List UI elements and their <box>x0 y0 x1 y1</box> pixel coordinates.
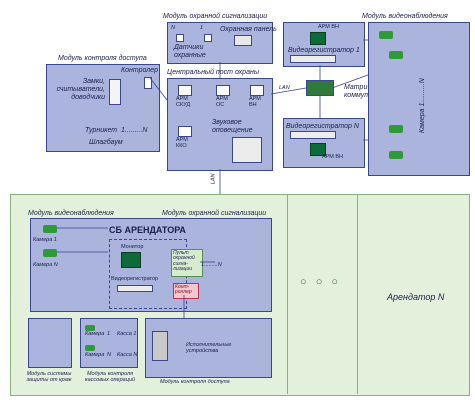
controller-label: Контролер <box>121 67 158 74</box>
lan-label-top: LAN <box>279 85 290 91</box>
recorder-n-label: Видеорегистратор N <box>286 123 359 130</box>
recorder-label: Видеорегистратор <box>111 276 159 282</box>
arm-vn-top-monitor <box>310 32 326 45</box>
sound-label: Звуковое оповещение <box>212 119 253 135</box>
alarm-panel-label: Пульт охранной сигна-лизации <box>173 250 195 272</box>
video-module-title: Модуль видеонаблюдения <box>362 13 448 20</box>
barrier-label: Шлагбаум <box>89 139 123 146</box>
recorder-n-device <box>290 131 336 139</box>
controller-label-bottom: Конт-роллер <box>175 284 192 296</box>
door-icon <box>109 79 121 105</box>
monitor-label: Монитор <box>121 244 144 250</box>
video-recorder-1-block: АРМ ВН Видеорегистратор 1 <box>283 22 365 67</box>
bottom-alarm-title: Модуль охранной сигнализации <box>162 210 267 217</box>
turnstile-range: 1.........N <box>121 127 148 134</box>
cash-module: Камера 1 Касса 1 Камера N Касса N <box>80 318 138 368</box>
arm-vn-bottom-label: АРМ ВН <box>322 154 344 160</box>
camera-n-icon <box>389 151 403 159</box>
recorder-1-device <box>290 55 336 63</box>
cash-module-label: Модуль контроля кассовых операций <box>85 371 135 383</box>
arm-kko-label: АРМ ККО <box>176 137 188 149</box>
door-bottom-icon <box>152 331 168 361</box>
sb-title: СБ АРЕНДАТОРА <box>109 225 186 235</box>
camera-3-icon <box>389 125 403 133</box>
arm-vn-label: АРМ ВН <box>249 96 261 108</box>
theft-module <box>28 318 72 368</box>
bottom-recorder-device <box>117 285 153 292</box>
arm-vn-top-label: АРМ ВН <box>318 24 340 30</box>
camera-1-label: Камера 1 <box>33 237 57 243</box>
arm-skud-label: АРМ СКУД <box>176 96 191 108</box>
cash-n: N <box>107 352 111 358</box>
alarm-module: N 1 Охранная панель Датчики охранные <box>167 22 277 64</box>
alarm-range: 1.........N <box>201 262 222 268</box>
access-module-title: Модуль контроля доступа <box>58 55 147 62</box>
camera-2-icon <box>389 51 403 59</box>
camera-1-icon <box>379 31 393 39</box>
arm-os-label: АРМ ОС <box>216 96 228 108</box>
divider-2 <box>357 194 358 394</box>
sensor-1-icon <box>204 34 212 42</box>
arm-vn-monitor <box>250 85 264 96</box>
cash-camera-n-icon <box>85 345 95 351</box>
tenant-sb-block: СБ АРЕНДАТОРА Камера 1 Камера N Монитор … <box>30 218 272 312</box>
arm-vn-bottom-monitor <box>310 143 326 156</box>
sensor-n-icon <box>176 34 184 42</box>
alarm-panel-label: Охранная панель <box>220 26 277 33</box>
cash-camera-1-icon <box>85 325 95 331</box>
alarm-one: 1 <box>200 25 204 31</box>
more-tenants-dots: ○ ○ ○ <box>300 276 342 288</box>
camera-column: Камера 1..........N <box>368 22 470 176</box>
cash-register-1-label: Касса 1 <box>117 331 137 337</box>
access-module-bottom: Исполнительные устройства <box>145 318 272 378</box>
divider-1 <box>287 194 288 394</box>
bottom-video-title: Модуль видеонаблюдения <box>28 210 114 217</box>
recorder-1-label: Видеорегистратор 1 <box>288 47 360 54</box>
cash-camera-1-label: Камера <box>85 331 105 337</box>
bottom-camera-n-icon <box>43 249 57 257</box>
turnstile-label: Турникет <box>85 127 118 134</box>
video-recorder-n-block: Видеорегистратор N АРМ ВН <box>283 118 365 168</box>
cash-one: 1 <box>107 331 111 337</box>
access-module-bottom-label: Модуль контроля доступа <box>160 379 230 385</box>
alarm-n: N <box>171 25 175 31</box>
arm-skud-monitor <box>178 85 192 96</box>
monitor-station <box>232 137 262 163</box>
sensors-label: Датчики охранные <box>174 44 206 60</box>
bottom-monitor <box>121 252 141 268</box>
cash-camera-n-label: Камера <box>85 352 105 358</box>
alarm-panel-icon <box>234 35 252 46</box>
locks-label: Замки, считыватели, доводчики <box>56 78 105 102</box>
alarm-panel-box: Пульт охранной сигна-лизации <box>171 249 203 277</box>
arm-os-monitor <box>216 85 230 96</box>
cash-register-n-label: Касса N <box>117 352 138 358</box>
controller-icon <box>144 77 152 89</box>
alarm-module-title: Модуль охранной сигнализации <box>163 13 268 20</box>
bottom-camera-1-icon <box>43 225 57 233</box>
central-post: АРМ СКУД АРМ ОС АРМ ВН АРМ ККО Звуковое … <box>167 78 273 171</box>
devices-label: Исполнительные устройства <box>186 342 232 354</box>
tenant-n-label: Арендатор N <box>387 292 445 302</box>
arm-kko-monitor <box>178 126 192 137</box>
matrix-label: Матричный коммутатор <box>344 84 388 100</box>
camera-n-label: Камера N <box>33 262 58 268</box>
access-control-module: Замки, считыватели, доводчики Контролер … <box>46 64 160 152</box>
central-post-title: Центральный пост охраны <box>167 69 259 76</box>
controller-box: Конт-роллер <box>173 283 199 299</box>
theft-module-label: Модуль системы защиты от краж <box>26 371 72 383</box>
